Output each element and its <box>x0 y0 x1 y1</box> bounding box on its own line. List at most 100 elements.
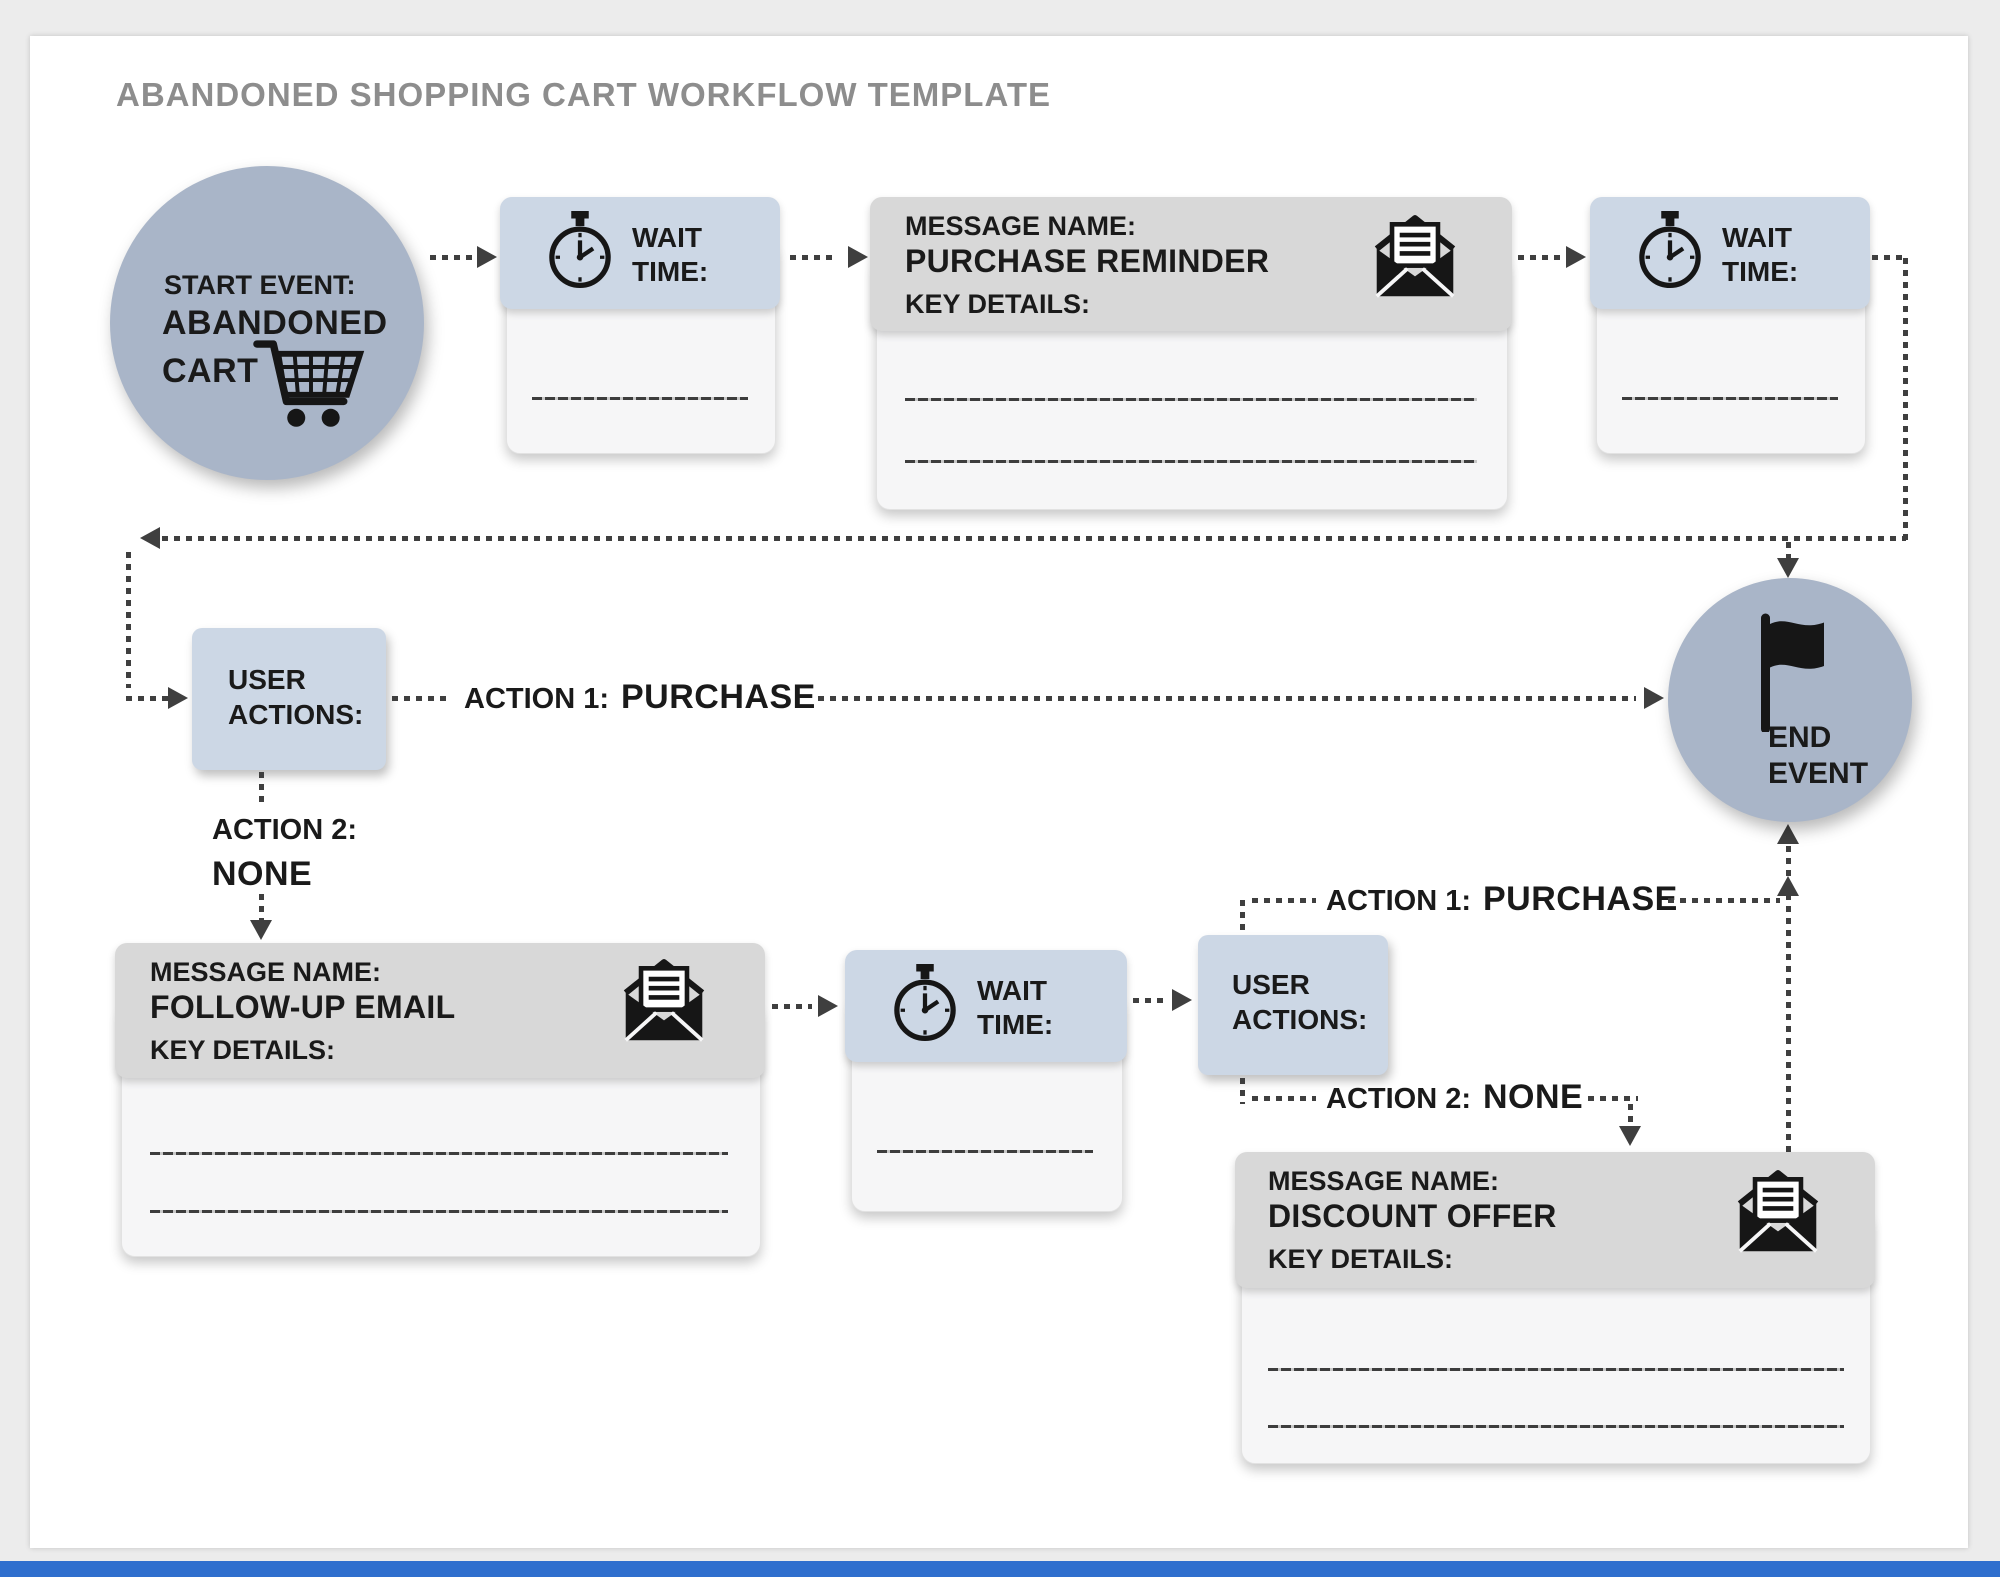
blank-line <box>150 1152 728 1155</box>
arrowhead-down-icon <box>1777 558 1799 578</box>
message-card-header: MESSAGE NAME: FOLLOW-UP EMAIL KEY DETAIL… <box>115 943 765 1078</box>
open-envelope-icon <box>1729 1164 1827 1262</box>
arrowhead-right-icon <box>848 246 868 268</box>
action2-bottom-label: ACTION 2: NONE <box>1326 1078 1583 1117</box>
message-name-value: FOLLOW-UP EMAIL <box>150 989 456 1025</box>
arrowhead-right-icon <box>1172 989 1192 1011</box>
action1-top-label: ACTION 1: PURCHASE <box>464 678 816 717</box>
connector-followup-to-wait3 <box>772 1004 812 1009</box>
connector-action2-top-upper <box>259 772 264 802</box>
message-node-follow-up-email: MESSAGE NAME: FOLLOW-UP EMAIL KEY DETAIL… <box>115 943 765 1257</box>
message-name-label: MESSAGE NAME: <box>150 957 382 987</box>
page-title: ABANDONED SHOPPING CART WORKFLOW TEMPLAT… <box>116 76 1052 113</box>
start-event-title-line1: ABANDONED <box>162 304 388 342</box>
connector-action1-top-left <box>392 696 452 701</box>
action1-bottom-label: ACTION 1: PURCHASE <box>1326 880 1678 919</box>
arrowhead-down-icon <box>1619 1126 1641 1146</box>
connector-action2-top-lower <box>259 894 264 920</box>
key-details-label: KEY DETAILS: <box>905 289 1091 319</box>
open-envelope-icon <box>1366 209 1464 307</box>
wait-time-label: WAIT TIME: <box>1722 222 1799 288</box>
message-card-header: MESSAGE NAME: PURCHASE REMINDER KEY DETA… <box>870 197 1512 331</box>
connector-action2-bottom-drop <box>1240 1078 1245 1104</box>
wait-card-header: WAIT TIME: <box>845 950 1127 1062</box>
start-event-prefix: START EVENT: <box>164 270 356 300</box>
connector-reminder-to-wait2 <box>1518 255 1562 260</box>
action-prefix: ACTION 1: <box>464 683 609 715</box>
arrowhead-right-icon <box>477 246 497 268</box>
wait-card-header: WAIT TIME: <box>500 197 780 309</box>
connector-action1-bottom-riser <box>1240 900 1245 934</box>
message-name-label: MESSAGE NAME: <box>1268 1166 1500 1196</box>
connector-return-to-end <box>1786 542 1791 560</box>
message-name-value: DISCOUNT OFFER <box>1268 1198 1557 1234</box>
message-name-value: PURCHASE REMINDER <box>905 243 1270 279</box>
connector-into-user-actions1 <box>126 696 168 701</box>
arrowhead-left-icon <box>140 527 160 549</box>
stopwatch-icon <box>540 211 620 291</box>
key-details-label: KEY DETAILS: <box>1268 1244 1454 1274</box>
flag-icon <box>1746 612 1842 732</box>
arrowhead-down-icon <box>250 920 272 940</box>
blank-line <box>1268 1368 1844 1371</box>
connector-action2-bottom-left <box>1252 1096 1316 1101</box>
action-value: NONE <box>1483 1078 1584 1116</box>
blank-line <box>877 1150 1093 1153</box>
wait-time-label: WAIT TIME: <box>977 975 1054 1041</box>
connector-wait2-exit <box>1872 255 1908 260</box>
stopwatch-icon <box>885 964 965 1044</box>
stopwatch-icon <box>1630 211 1710 291</box>
user-actions-label: USER ACTIONS: <box>228 664 364 730</box>
action-prefix: ACTION 1: <box>1326 885 1471 917</box>
arrowhead-up-icon <box>1777 876 1799 896</box>
action-value: PURCHASE <box>621 678 816 716</box>
footer-accent-bar <box>0 1561 2000 1577</box>
wait-time-node-2: WAIT TIME: <box>1590 197 1870 454</box>
user-actions-node-1: USER ACTIONS: <box>192 628 386 770</box>
end-event-label: END EVENT <box>1768 721 1869 790</box>
action-prefix: ACTION 2: <box>212 814 357 846</box>
connector-action1-bottom-right <box>1668 898 1780 903</box>
wait-time-node-1: WAIT TIME: <box>500 197 780 454</box>
action-prefix: ACTION 2: <box>1326 1083 1471 1115</box>
open-envelope-icon <box>615 953 713 1051</box>
wait-time-node-3: WAIT TIME: <box>845 950 1127 1212</box>
wait-time-label: WAIT TIME: <box>632 222 709 288</box>
start-event-title-line2: CART <box>162 352 259 390</box>
connector-action1-top-right <box>818 696 1636 701</box>
action-value: PURCHASE <box>1483 880 1678 918</box>
connector-wait3-to-user-actions2 <box>1133 998 1169 1003</box>
connector-action1-bottom-left <box>1252 898 1316 903</box>
connector-wait1-to-reminder <box>790 255 838 260</box>
blank-line <box>905 398 1477 401</box>
message-node-purchase-reminder: MESSAGE NAME: PURCHASE REMINDER KEY DETA… <box>870 197 1512 510</box>
key-details-label: KEY DETAILS: <box>150 1035 336 1065</box>
arrowhead-right-icon <box>1644 687 1664 709</box>
blank-line <box>1622 397 1838 400</box>
user-actions-label: USER ACTIONS: <box>1232 969 1368 1035</box>
arrowhead-right-icon <box>818 995 838 1017</box>
connector-action2-bottom-turn <box>1628 1104 1633 1126</box>
connector-start-to-wait1 <box>430 255 476 260</box>
blank-line <box>532 397 748 400</box>
arrowhead-up-icon <box>1777 824 1799 844</box>
connector-right-drop <box>1903 258 1908 540</box>
arrowhead-right-icon <box>1566 246 1586 268</box>
action-value: NONE <box>212 855 313 893</box>
connector-discount-to-end <box>1786 846 1791 1152</box>
connector-left-drop <box>126 552 131 688</box>
message-card-header: MESSAGE NAME: DISCOUNT OFFER KEY DETAILS… <box>1235 1152 1875 1288</box>
message-name-label: MESSAGE NAME: <box>905 211 1137 241</box>
shopping-cart-icon <box>252 332 370 438</box>
action2-top-label: ACTION 2: NONE <box>212 814 357 894</box>
user-actions-node-2: USER ACTIONS: <box>1198 935 1388 1075</box>
blank-line <box>1268 1425 1844 1428</box>
end-event-node: END EVENT <box>1668 578 1912 822</box>
blank-line <box>905 460 1477 463</box>
blank-line <box>150 1210 728 1213</box>
arrowhead-right-icon <box>168 687 188 709</box>
connector-return-line <box>162 536 1906 541</box>
message-node-discount-offer: MESSAGE NAME: DISCOUNT OFFER KEY DETAILS… <box>1235 1152 1875 1464</box>
connector-action2-bottom-right <box>1588 1096 1638 1101</box>
